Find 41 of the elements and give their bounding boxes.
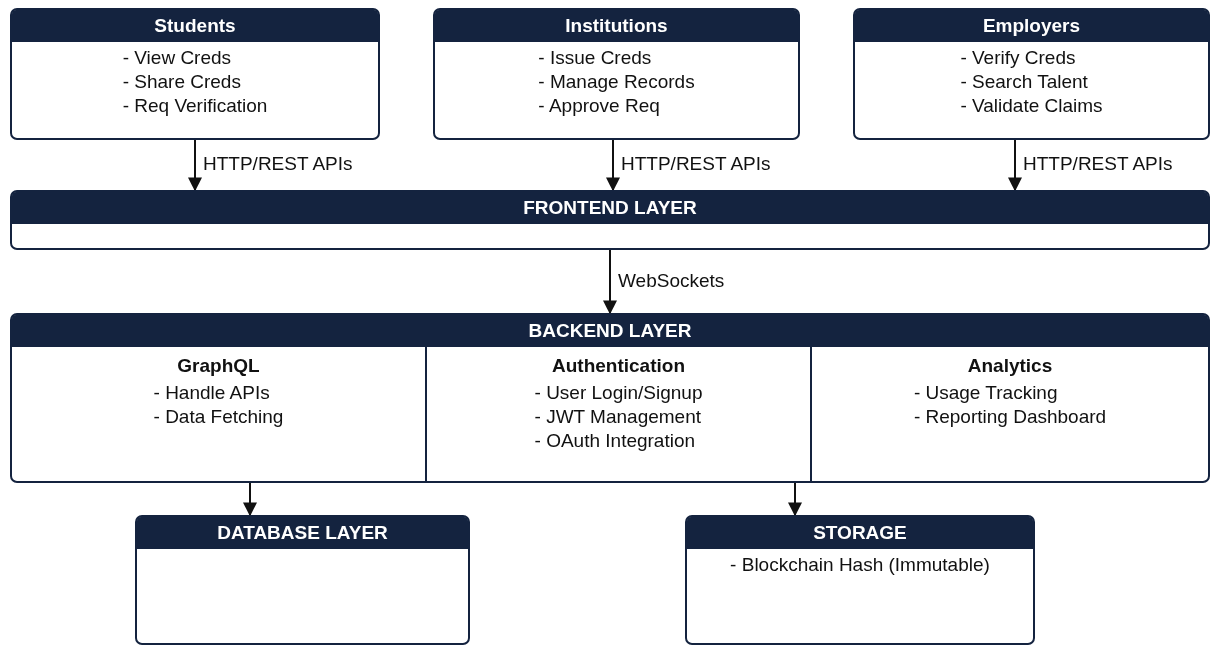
- list-item: - OAuth Integration: [534, 429, 697, 453]
- list-item: - User Login/Signup: [534, 381, 703, 405]
- layer-box: [853, 8, 1210, 140]
- list-item: - Verify Creds: [960, 46, 1077, 70]
- box-title: Institutions: [435, 10, 798, 42]
- column-heading: Analytics: [966, 354, 1054, 377]
- layer-box: [433, 8, 800, 140]
- list-item: - Handle APIs: [153, 381, 271, 405]
- list-item: - Share Creds: [122, 70, 242, 94]
- arrow: [788, 482, 802, 517]
- list-item: - Approve Req: [538, 94, 661, 118]
- layer-box: [10, 313, 1210, 483]
- layer-box: [135, 515, 470, 645]
- column-heading: Authentication: [551, 354, 686, 377]
- panel-column: [425, 347, 812, 481]
- list-item: - Validate Claims: [960, 94, 1103, 118]
- list-item: - Blockchain Hash (Immutable): [730, 553, 990, 577]
- arrow: [606, 139, 620, 192]
- layer-box: [10, 8, 380, 140]
- arrow: [243, 482, 257, 517]
- arrow: [603, 249, 617, 315]
- list-item: - Issue Creds: [538, 46, 653, 70]
- box-title: Employers: [855, 10, 1208, 42]
- list-item: - View Creds: [122, 46, 233, 70]
- list-item: - Manage Records: [538, 70, 695, 94]
- list-item: - Search Talent: [960, 70, 1089, 94]
- list-item: - Req Verification: [122, 94, 268, 118]
- list-item: - Data Fetching: [153, 405, 284, 429]
- column-heading: GraphQL: [176, 354, 261, 377]
- box-title: DATABASE LAYER: [137, 517, 468, 549]
- list-item: - JWT Management: [534, 405, 702, 429]
- arrow: [188, 139, 202, 192]
- box-title: FRONTEND LAYER: [12, 192, 1208, 224]
- box-title: STORAGE: [687, 517, 1033, 549]
- list-item: - Reporting Dashboard: [913, 405, 1107, 429]
- arrow: [1008, 139, 1022, 192]
- layer-box: [10, 190, 1210, 250]
- box-title: BACKEND LAYER: [12, 315, 1208, 347]
- list-item: - Usage Tracking: [913, 381, 1059, 405]
- box-title: Students: [12, 10, 378, 42]
- layer-box: [685, 515, 1035, 645]
